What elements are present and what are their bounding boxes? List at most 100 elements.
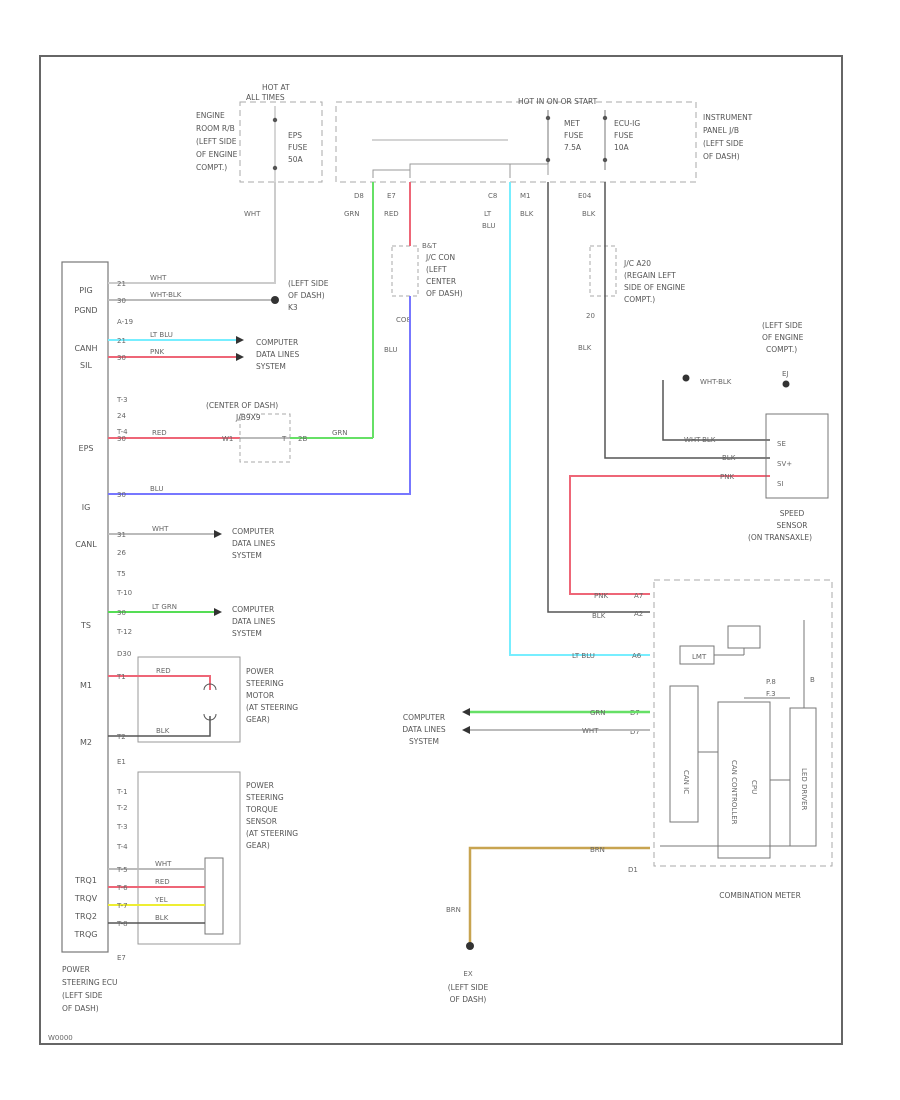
svg-text:COMPUTER: COMPUTER <box>232 605 274 614</box>
svg-text:RED: RED <box>156 667 171 675</box>
svg-text:TRQ2: TRQ2 <box>74 912 97 921</box>
power-steering-ecu: POWER STEERING ECU (LEFT SIDE OF DASH) P… <box>61 261 133 1013</box>
svg-text:K3: K3 <box>288 303 298 312</box>
svg-text:30: 30 <box>117 354 126 362</box>
svg-text:FUSE: FUSE <box>614 131 634 140</box>
wire-pig-wht: 21 WHT <box>108 182 276 288</box>
svg-text:HOT AT: HOT AT <box>262 83 290 92</box>
svg-text:SV+: SV+ <box>777 460 792 468</box>
svg-text:EX: EX <box>463 970 472 978</box>
svg-text:(LEFT: (LEFT <box>426 265 447 274</box>
wire-blk-speed <box>604 182 770 459</box>
svg-text:INSTRUMENT: INSTRUMENT <box>703 113 753 122</box>
svg-text:M1: M1 <box>80 681 92 690</box>
svg-text:GRN: GRN <box>590 709 606 717</box>
svg-text:POWER: POWER <box>246 667 274 676</box>
svg-text:(LEFT SIDE: (LEFT SIDE <box>196 137 237 146</box>
svg-text:CANH: CANH <box>74 344 97 353</box>
svg-text:CAN IC: CAN IC <box>682 770 690 794</box>
svg-text:POWER: POWER <box>246 781 274 790</box>
svg-text:DATA LINES: DATA LINES <box>256 350 299 359</box>
wire-pgnd: 30 WHT-BLK (LEFT SIDE OF DASH) K3 <box>108 279 329 312</box>
svg-text:T-7: T-7 <box>116 902 128 910</box>
svg-text:SYSTEM: SYSTEM <box>256 362 286 371</box>
svg-text:T1: T1 <box>116 673 126 681</box>
wire-sil: 30 PNK COMPUTER DATA LINES SYSTEM <box>108 338 299 371</box>
svg-text:SI: SI <box>777 480 784 488</box>
svg-text:SYSTEM: SYSTEM <box>232 629 262 638</box>
svg-text:DATA LINES: DATA LINES <box>232 539 275 548</box>
svg-text:PIG: PIG <box>79 286 92 295</box>
svg-text:PGND: PGND <box>74 306 97 315</box>
svg-text:(CENTER OF DASH): (CENTER OF DASH) <box>206 401 278 410</box>
top-pin-labels: D8 E7 C8 M1 E04 GRN RED LT BLU BLK BLK W… <box>244 192 596 230</box>
svg-text:SIL: SIL <box>80 361 92 370</box>
svg-text:STEERING: STEERING <box>246 793 284 802</box>
svg-text:T-4: T-4 <box>116 843 128 851</box>
svg-text:30: 30 <box>117 491 126 499</box>
svg-text:D30: D30 <box>117 650 131 658</box>
svg-text:T-4: T-4 <box>116 428 128 436</box>
svg-text:RED: RED <box>384 210 399 218</box>
wire-ts: 30 LT GRN COMPUTER DATA LINES SYSTEM <box>108 603 275 638</box>
svg-text:BLK: BLK <box>722 454 736 462</box>
diagram-frame <box>39 55 843 1045</box>
svg-text:FUSE: FUSE <box>288 143 308 152</box>
svg-text:OF ENGINE: OF ENGINE <box>762 333 804 342</box>
svg-text:BLK: BLK <box>578 344 592 352</box>
svg-text:COMPT.): COMPT.) <box>196 163 227 172</box>
svg-text:50A: 50A <box>288 155 304 164</box>
instrument-panel-jb: HOT IN ON OR START MET FUSE 7.5A ECU-IG … <box>335 97 753 183</box>
svg-text:T-3: T-3 <box>116 823 128 831</box>
svg-text:30: 30 <box>117 609 126 617</box>
svg-text:(LEFT SIDE: (LEFT SIDE <box>288 279 329 288</box>
svg-text:(LEFT SIDE: (LEFT SIDE <box>762 321 803 330</box>
svg-text:TS: TS <box>80 621 91 630</box>
engine-ground: (LEFT SIDE OF ENGINE COMPT.) EJ WHT-BLK <box>662 321 804 441</box>
svg-text:OF DASH): OF DASH) <box>450 995 487 1004</box>
svg-text:E7: E7 <box>387 192 396 200</box>
wire-ig-blu: 30 BLU <box>108 296 411 499</box>
speed-sensor: SE SV+ SI WHT-BLK BLK PNK SPEED SENSOR (… <box>684 413 829 542</box>
svg-text:CAN CONTROLLER: CAN CONTROLLER <box>730 760 738 825</box>
svg-text:B: B <box>810 676 815 684</box>
svg-text:ENGINE: ENGINE <box>196 111 225 120</box>
svg-text:GEAR): GEAR) <box>246 715 270 724</box>
svg-text:PANEL J/B: PANEL J/B <box>703 126 739 135</box>
svg-text:E04: E04 <box>578 192 592 200</box>
svg-text:21: 21 <box>117 337 126 345</box>
svg-text:WHT: WHT <box>244 210 261 218</box>
combination-meter: COMBINATION METER CAN IC CAN CONTROLLER … <box>628 579 833 900</box>
svg-text:OF DASH): OF DASH) <box>703 152 740 161</box>
svg-text:OF DASH): OF DASH) <box>288 291 325 300</box>
svg-text:WHT: WHT <box>152 525 169 533</box>
svg-text:WHT-BLK: WHT-BLK <box>684 436 716 444</box>
svg-text:WHT-BLK: WHT-BLK <box>150 291 182 299</box>
svg-text:LT BLU: LT BLU <box>150 331 173 339</box>
svg-text:(LEFT SIDE: (LEFT SIDE <box>703 139 744 148</box>
svg-text:E7: E7 <box>117 954 126 962</box>
svg-text:LT BLU: LT BLU <box>572 652 595 660</box>
svg-text:D8: D8 <box>354 192 364 200</box>
svg-text:BLU: BLU <box>150 485 163 493</box>
svg-text:21: 21 <box>117 280 126 288</box>
svg-text:BLK: BLK <box>592 612 606 620</box>
svg-text:B&T: B&T <box>422 242 437 250</box>
svg-text:TRQ1: TRQ1 <box>74 876 97 885</box>
svg-text:CENTER: CENTER <box>426 277 456 286</box>
svg-text:T-8: T-8 <box>116 920 128 928</box>
svg-text:SE: SE <box>777 440 786 448</box>
svg-text:D7: D7 <box>630 728 640 736</box>
svg-text:YEL: YEL <box>154 896 168 904</box>
svg-text:COMBINATION METER: COMBINATION METER <box>719 891 801 900</box>
svg-text:10A: 10A <box>614 143 630 152</box>
svg-text:(REGAIN LEFT: (REGAIN LEFT <box>624 271 676 280</box>
svg-text:SENSOR: SENSOR <box>777 521 808 530</box>
svg-text:T-3: T-3 <box>116 396 128 404</box>
svg-text:SPEED: SPEED <box>780 509 805 518</box>
svg-text:WHT: WHT <box>150 274 167 282</box>
jc-center-dash: J/C CON (LEFT CENTER OF DASH) B&T CO8 BL… <box>384 242 463 354</box>
svg-text:BRN: BRN <box>590 846 605 854</box>
jc-engine-compt: J/C A20 (REGAIN LEFT SIDE OF ENGINE COMP… <box>578 245 685 352</box>
wire-canl: 31 WHT COMPUTER DATA LINES SYSTEM <box>108 525 275 560</box>
